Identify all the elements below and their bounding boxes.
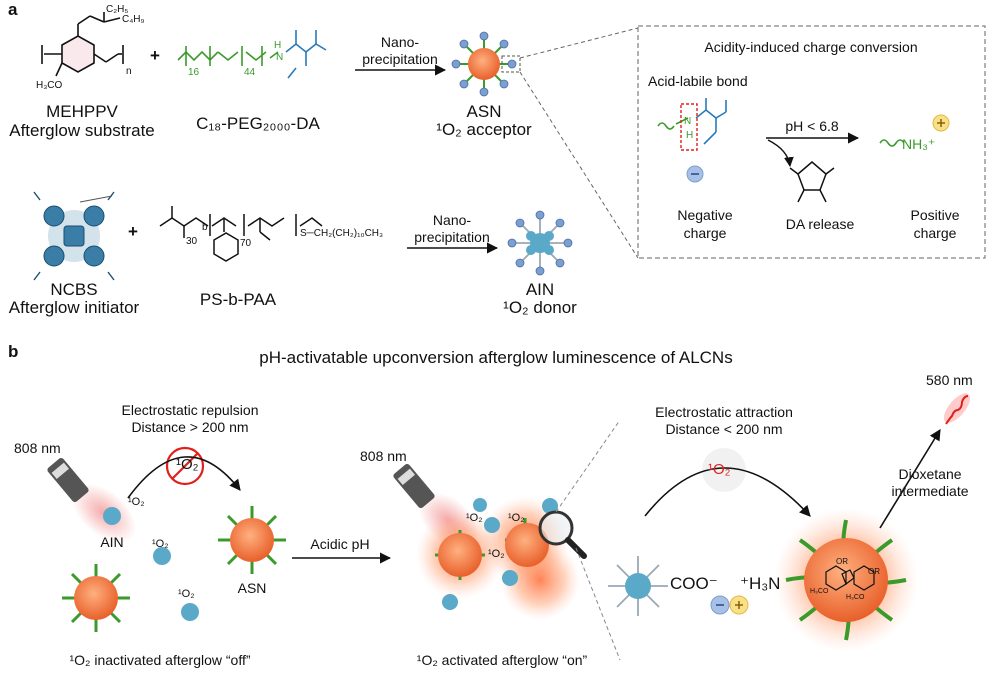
mehppv-role: Afterglow substrate	[9, 121, 155, 140]
ps-b: b	[202, 222, 208, 233]
singlet-left-3: ¹O₂	[178, 588, 195, 600]
peg-h: H	[274, 40, 282, 51]
negative-line1: Negative	[677, 207, 733, 223]
positive-line1: Positive	[910, 207, 960, 223]
laser-left-label: 808 nm	[14, 440, 61, 456]
ph-label: pH < 6.8	[785, 118, 839, 134]
peg-label: C₁₈-PEG₂₀₀₀-DA	[196, 114, 320, 133]
asn-left	[218, 506, 286, 574]
amine-chain	[879, 139, 905, 147]
da-release-arrow	[767, 139, 794, 167]
nano-2-line1: Nano-	[432, 212, 472, 228]
peg-sub-b: 44	[244, 67, 256, 78]
zoom-line-top	[519, 27, 639, 59]
methoxy-label: H₃CO	[36, 80, 63, 91]
asn-left-2	[62, 564, 130, 632]
coo-label: COO⁻	[670, 574, 718, 593]
inset-box	[637, 25, 986, 259]
zoom-line-bottom	[519, 71, 639, 259]
acidic-ph-label: Acidic pH	[310, 536, 370, 552]
dioxetane-line1: Dioxetane	[898, 466, 962, 482]
nano-1-line1: Nano-	[380, 34, 420, 50]
ps-chain: S─CH₂(CH₂)₁₀CH₃	[300, 228, 384, 239]
peg-n: N	[276, 52, 284, 63]
mehppv-structure	[41, 12, 124, 77]
nano-2-line2: precipitation	[414, 229, 490, 245]
nh3-label: NH₃⁺	[902, 136, 936, 152]
ps-paa-label: PS-b-PAA	[199, 290, 277, 309]
ncbs-role: Afterglow initiator	[8, 298, 140, 317]
ncbs-name: NCBS	[50, 280, 98, 299]
nano-1-line2: precipitation	[362, 51, 438, 67]
asn-name: ASN	[466, 102, 502, 121]
dioxetane-arrow	[879, 429, 941, 529]
or-label-2: OR	[868, 567, 880, 576]
repulsion-arrow	[127, 456, 241, 499]
acid-labile-bond-box	[680, 103, 698, 151]
positive-line2: charge	[913, 225, 957, 241]
singlet-mid-1: ¹O₂	[466, 512, 483, 524]
or-label-1: OR	[836, 557, 848, 566]
da-release-label: DA release	[785, 216, 855, 232]
acid-labile-structure	[657, 98, 727, 145]
ain-role: ¹O₂ donor	[503, 298, 577, 317]
peg-da-structure	[177, 30, 327, 79]
emission-label: 580 nm	[926, 372, 973, 388]
h3co-label-1: H₃CO	[810, 588, 829, 595]
repeat-n-label: n	[126, 66, 132, 77]
peg-sub-a: 16	[188, 67, 200, 78]
singlet-glow	[702, 448, 746, 492]
mehppv-name: MEHPPV	[46, 102, 118, 121]
plus-2: +	[128, 222, 138, 241]
inset-h: H	[686, 130, 694, 141]
inset-n: N	[684, 116, 692, 127]
acid-labile-label: Acid-labile bond	[648, 73, 748, 89]
attraction-note1: Electrostatic attraction	[655, 404, 793, 420]
singlet-mid-3: ¹O₂	[488, 548, 505, 560]
ps-sub-30: 30	[186, 236, 198, 247]
plus-1: +	[150, 46, 160, 65]
caption-on: ¹O₂ activated afterglow “on”	[416, 652, 588, 668]
ain-left-label: AIN	[100, 534, 124, 550]
ain-right	[608, 556, 668, 616]
negative-line2: charge	[683, 225, 727, 241]
ncbs-structure	[33, 191, 115, 281]
nh3-right-label: ⁺H₃N	[740, 574, 781, 593]
emission-wave-icon	[943, 393, 971, 425]
inset-title: Acidity-induced charge conversion	[704, 39, 918, 55]
singlet-right: ¹O₂	[708, 461, 731, 478]
butyl-label: C₄H₉	[122, 14, 145, 25]
repulsion-note2: Distance > 200 nm	[131, 419, 249, 435]
singlet-crossed: ¹O₂	[176, 456, 199, 473]
panel-a-label: a	[8, 0, 18, 19]
singlet-mid-2: ¹O₂	[508, 512, 525, 524]
ain-cluster-left	[103, 507, 199, 621]
attraction-note2: Distance < 200 nm	[665, 421, 783, 437]
caption-off: ¹O₂ inactivated afterglow “off”	[69, 652, 251, 668]
asn-particle	[451, 31, 517, 97]
repulsion-note1: Electrostatic repulsion	[121, 402, 259, 418]
attraction-arrow	[644, 467, 811, 517]
asn-role: ¹O₂ acceptor	[436, 120, 532, 139]
asn-left-label: ASN	[237, 580, 267, 596]
zoom-box	[501, 55, 521, 73]
ain-name: AIN	[525, 280, 555, 299]
ethyl-label: C₂H₅	[106, 4, 129, 15]
singlet-left-1: ¹O₂	[128, 496, 145, 508]
laser-middle-label: 808 nm	[360, 448, 407, 464]
panel-b-title: pH-activatable upconversion afterglow lu…	[259, 348, 733, 367]
dioxetane-line2: intermediate	[891, 483, 969, 499]
ps-paa-structure	[159, 206, 323, 262]
panel-b-label: b	[8, 342, 19, 361]
h3co-label-2: H₃CO	[846, 594, 865, 601]
asn-glowing-right	[774, 508, 918, 652]
singlet-left-2: ¹O₂	[152, 538, 169, 550]
ain-particle	[507, 210, 573, 276]
maleic-anhydride-structure	[789, 161, 835, 203]
ps-sub-70: 70	[240, 238, 252, 249]
charge-pair-icon	[710, 595, 749, 615]
